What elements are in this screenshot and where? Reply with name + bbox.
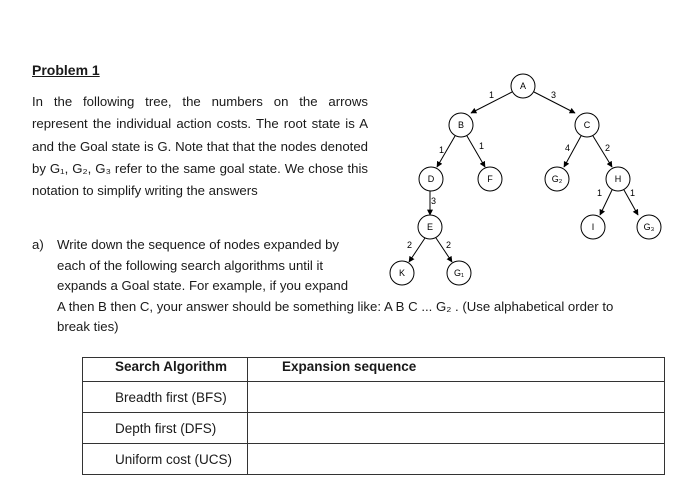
problem-intro-text: In the following tree, the numbers on th… [32,94,368,199]
question-line: each of the following search algorithms … [57,257,324,273]
edge-cost-label: 1 [630,188,635,198]
edge-h-g3 [623,189,639,216]
edge-c-h [592,135,613,168]
question-line: expands a Goal state. For example, if yo… [57,278,349,293]
table-header-row: Search Algorithm Expansion sequence [82,357,665,382]
edge-cost-label: 3 [431,196,436,206]
edge-e-g1 [435,237,453,263]
node-label: K [399,268,405,278]
node-label: G₂ [552,174,563,184]
question-line: break ties) [57,319,119,334]
node-f [477,166,503,192]
problem-heading: Problem 1 [32,62,100,78]
node-label: D [428,174,435,184]
node-label: F [487,174,493,184]
table-row: Uniform cost (UCS) [82,443,665,475]
sequence-cell[interactable] [247,412,665,444]
question-text: Write down the sequence of nodes expande… [57,235,665,338]
edge-cost-label: 1 [489,90,494,100]
node-k [389,260,415,286]
sequence-cell[interactable] [247,443,665,475]
edge-a-c [533,91,576,114]
node-label: B [458,120,464,130]
question-label: a) [32,237,44,252]
edge-cost-label: 2 [446,240,451,250]
edge-cost-label: 1 [479,141,484,151]
algorithm-cell: Breadth first (BFS) [82,381,248,413]
node-d [418,166,444,192]
node-h [605,166,631,192]
edge-cost-label: 1 [439,145,444,155]
node-e [417,214,443,240]
node-g2 [544,166,570,192]
edge-e-k [408,237,426,263]
node-g1 [446,260,472,286]
sequence-cell[interactable] [247,381,665,413]
edge-b-d [436,135,456,168]
node-label: A [520,81,526,91]
search-tree-diagram: 1 3 1 1 4 2 3 1 1 2 2 A B C D F G₂ H E I… [389,73,662,286]
edge-cost-label: 3 [551,90,556,100]
node-label: C [584,120,591,130]
algorithm-cell: Uniform cost (UCS) [82,443,248,475]
edge-cost-label: 2 [605,143,610,153]
node-label: H [615,174,622,184]
node-g3 [636,214,662,240]
question-line: Write down the sequence of nodes expande… [57,237,340,252]
edge-cost-label: 1 [597,188,602,198]
node-label: I [592,222,595,232]
edge-a-b [470,91,513,114]
edge-b-f [466,135,486,168]
expansion-table: Search Algorithm Expansion sequence Brea… [82,357,665,475]
table-row: Depth first (DFS) [82,412,665,444]
edge-h-i [599,189,613,216]
node-label: E [427,222,433,232]
column-header-algorithm: Search Algorithm [82,357,248,382]
question-line: A then B then C, your answer should be s… [57,298,614,314]
edge-cost-label: 2 [407,240,412,250]
node-i [580,214,606,240]
column-header-sequence: Expansion sequence [247,357,665,382]
edge-c-g2 [563,135,582,168]
node-b [448,112,474,138]
node-c [574,112,600,138]
node-a [510,73,536,99]
table-row: Breadth first (BFS) [82,381,665,413]
algorithm-cell: Depth first (DFS) [82,412,248,444]
edge-cost-label: 4 [565,143,570,153]
node-label: G₃ [644,222,655,232]
node-label: G₁ [454,268,464,278]
